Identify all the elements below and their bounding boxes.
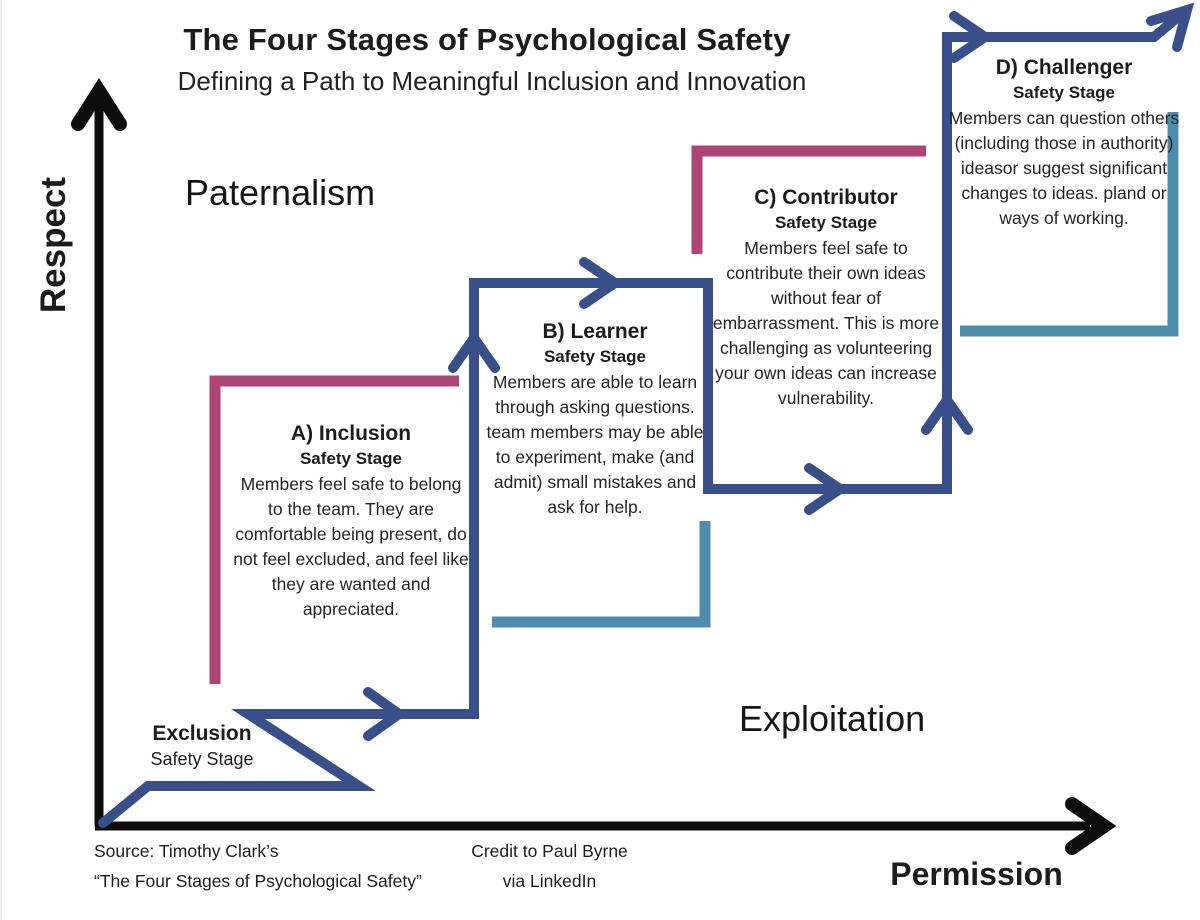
stage-inclusion-subtitle: Safety Stage	[299, 449, 403, 468]
y-axis-label: Respect	[34, 176, 73, 314]
footer-credit-line2: via LinkedIn	[502, 871, 597, 891]
stage-exclusion-subtitle: Safety Stage	[150, 749, 254, 769]
y-axis-arrowhead-icon	[71, 77, 127, 131]
inclusion-bracket	[209, 375, 459, 684]
contributor-bracket	[691, 145, 926, 254]
learner-bracket	[492, 521, 711, 628]
stage-contributor: C) Contributor Safety Stage Members feel…	[712, 184, 940, 411]
stage-challenger-title: D) Challenger	[995, 56, 1133, 79]
stage-contributor-body: Members feel safe to contribute their ow…	[712, 238, 940, 408]
arrow-right-learner-icon	[579, 257, 624, 309]
stage-challenger-body: Members can question others (including t…	[948, 108, 1180, 228]
stage-learner: B) Learner Safety Stage Members are able…	[485, 318, 705, 520]
footer-source-line2: “The Four Stages of Psychological Safety…	[94, 871, 422, 891]
stage-learner-body: Members are able to learn through asking…	[486, 372, 704, 517]
challenger-bracket	[960, 112, 1179, 337]
page-title: The Four Stages of Psychological Safety	[183, 22, 791, 57]
quadrant-paternalism: Paternalism	[185, 172, 376, 213]
stage-learner-subtitle: Safety Stage	[543, 347, 647, 366]
x-axis-label: Permission	[890, 856, 1063, 892]
stage-inclusion: A) Inclusion Safety Stage Members feel s…	[233, 420, 469, 622]
stage-exclusion-title: Exclusion	[152, 722, 252, 745]
footer-credit: Credit to Paul Byrne via LinkedIn	[452, 836, 647, 896]
arrow-up-challenger-icon	[921, 391, 973, 435]
stage-contributor-subtitle: Safety Stage	[774, 213, 878, 232]
page-subtitle: Defining a Path to Meaningful Inclusion …	[177, 66, 807, 96]
arrow-diagonal-tip-icon	[1146, 2, 1195, 52]
footer-source-line1: Source: Timothy Clark’s	[94, 841, 279, 861]
arrow-right-top-icon	[949, 11, 994, 63]
arrow-up-learner-icon	[448, 329, 500, 373]
footer-credit-line1: Credit to Paul Byrne	[471, 841, 628, 861]
x-axis-arrowhead-icon	[1065, 797, 1117, 855]
stage-challenger: D) Challenger Safety Stage Members can q…	[948, 54, 1180, 231]
quadrant-exploitation: Exploitation	[739, 698, 926, 739]
arrow-right-contributor-icon	[804, 463, 849, 515]
footer-source: Source: Timothy Clark’s “The Four Stages…	[94, 836, 474, 896]
stage-learner-title: B) Learner	[542, 320, 648, 343]
stage-challenger-subtitle: Safety Stage	[1012, 83, 1116, 102]
stage-contributor-title: C) Contributor	[754, 186, 898, 209]
arrow-right-exclusion-icon	[363, 687, 408, 741]
stage-inclusion-title: A) Inclusion	[290, 422, 412, 445]
stage-inclusion-body: Members feel safe to belong to the team.…	[233, 474, 469, 619]
stage-exclusion: Exclusion Safety Stage	[116, 720, 288, 771]
